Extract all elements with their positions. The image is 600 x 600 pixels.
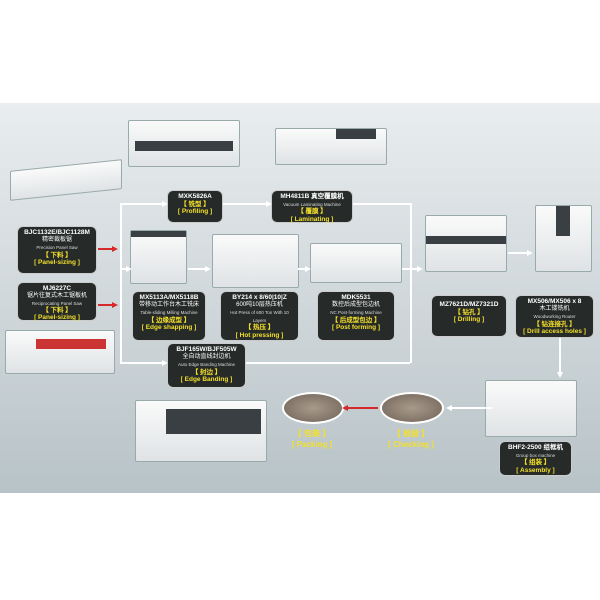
label-hot-pressing: BY214 x 8/60|10|Z 600吨10层热压机 Hot Press o… bbox=[221, 292, 298, 340]
flow-line bbox=[298, 268, 306, 270]
step: [ Assembly ] bbox=[516, 466, 555, 474]
step: [ Edge shapping ] bbox=[141, 324, 197, 331]
flow-line bbox=[222, 203, 266, 205]
cn-name: 木工镂铣机 bbox=[539, 305, 570, 312]
flow-line bbox=[452, 407, 492, 409]
flow-line bbox=[402, 268, 418, 270]
flow-line bbox=[120, 203, 164, 205]
label-drill-access-holes: MX506/MX506 x 8 木工镂铣机 Woodworking Router… bbox=[516, 296, 593, 337]
packing-photo bbox=[282, 392, 344, 424]
step: [ Drill access holes ] bbox=[523, 328, 586, 335]
model: BHF2-2500 组框机 bbox=[508, 444, 563, 451]
step: [ Post forming ] bbox=[331, 324, 381, 331]
step: [ Profiling ] bbox=[177, 208, 213, 215]
milling-machine-image bbox=[130, 230, 187, 284]
router-image bbox=[535, 205, 592, 272]
step-cn: 【 热压 】 bbox=[244, 324, 275, 331]
step: [ Panel-sizing ] bbox=[34, 259, 80, 266]
en-name: Reciprocating Panel Saw bbox=[31, 301, 83, 306]
step-cn: 【 封边 】 bbox=[191, 368, 222, 376]
cn-name: 600吨10层热压机 bbox=[236, 301, 283, 308]
checking-photo bbox=[380, 392, 444, 424]
label-edge-banding: BJF165W/BJF505W 全自动直线封边机 Auto Edge Bandi… bbox=[168, 344, 245, 387]
step-cn: 【 钻孔 】 bbox=[454, 308, 484, 316]
flow-line bbox=[245, 362, 410, 364]
drilling-machine-image bbox=[425, 215, 507, 272]
packing-label: 【 包装 】 [ Packing ] bbox=[282, 428, 342, 450]
model: MDK5531 bbox=[341, 294, 371, 301]
step-cn: 【 组装 】 bbox=[520, 459, 551, 466]
step-cn: 【 下料 】 bbox=[42, 306, 72, 314]
step-cn: 【 覆膜 】 bbox=[297, 208, 327, 215]
step-cn: 【 下料 】 bbox=[42, 251, 72, 259]
step: [ Drilling ] bbox=[453, 316, 485, 323]
red-arrow bbox=[98, 304, 112, 306]
model: MX5113A/MX5118B bbox=[139, 294, 199, 301]
en-name: Table-sliding Milling Machine bbox=[140, 310, 198, 315]
edge-banding-image bbox=[135, 400, 267, 462]
model: MX506/MX506 x 8 bbox=[527, 298, 582, 305]
step: [ Panel-sizing ] bbox=[34, 313, 80, 321]
model: MXK5826A bbox=[178, 193, 212, 200]
flow-line bbox=[559, 337, 561, 373]
step: [ Hot pressing ] bbox=[235, 331, 284, 339]
flow-line bbox=[120, 203, 122, 363]
checking-en: [ Checking ] bbox=[388, 440, 434, 449]
en-name: Woodworking Router bbox=[533, 314, 576, 319]
en-name: Vacuum Laminating Machine bbox=[283, 201, 341, 207]
checking-cn: 【 检验 】 bbox=[392, 429, 430, 438]
label-drilling: MZ7621D/MZ7321D 【 钻孔 】 [ Drilling ] bbox=[432, 296, 506, 336]
step: [ Edge Banding ] bbox=[180, 376, 233, 383]
hot-press-image bbox=[212, 234, 299, 288]
packing-en: [ Packing ] bbox=[291, 440, 333, 449]
label-precision-panel-saw: BJC1132E/BJC1128M 精密裁板锯 Precision Panel … bbox=[18, 227, 96, 273]
cn-name: 精密裁板锯 bbox=[41, 236, 72, 243]
step-cn: 【 钻连接孔 】 bbox=[533, 320, 576, 328]
model: BJC1132E/BJC1128M bbox=[24, 229, 90, 236]
checking-label: 【 检验 】 [ Checking ] bbox=[380, 428, 442, 450]
laminating-machine-image bbox=[275, 128, 387, 165]
flow-line bbox=[352, 203, 410, 205]
en-name: Group box machine bbox=[515, 452, 556, 458]
en-name: NC Post-forming Machine bbox=[330, 310, 382, 315]
label-reciprocating-panel-saw: MJ6227C 锯片往复式木工锯板机 Reciprocating Panel S… bbox=[18, 283, 96, 321]
cnc-router-image bbox=[128, 120, 240, 167]
label-assembly: BHF2-2500 组框机 Group box machine 【 组装 】 [… bbox=[500, 442, 571, 475]
group-box-machine-image bbox=[485, 380, 577, 437]
cn-name: 带移动工作台木工铣床 bbox=[138, 301, 199, 308]
cn-name: 全自动直线封边机 bbox=[182, 353, 231, 360]
step: [ Laminating ] bbox=[290, 215, 334, 223]
step-cn: 【 边缘成型 】 bbox=[147, 316, 191, 324]
en-name: Hot Press of 600 Ton With 10 Layers bbox=[230, 310, 289, 323]
red-arrow bbox=[98, 248, 112, 250]
label-edge-shapping: MX5113A/MX5118B 带移动工作台木工铣床 Table-sliding… bbox=[133, 292, 205, 340]
label-laminating: MH4811B 真空覆膜机 Vacuum Laminating Machine … bbox=[272, 191, 352, 223]
flow-line bbox=[120, 362, 164, 364]
model: MZ7621D/MZ7321D bbox=[439, 301, 499, 308]
post-forming-image bbox=[310, 243, 402, 283]
cn-name: 数控后成型包边机 bbox=[331, 301, 380, 308]
model: MH4811B 真空覆膜机 bbox=[280, 193, 344, 200]
cn-name: 锯片往复式木工锯板机 bbox=[26, 292, 87, 299]
reciprocating-saw-image bbox=[5, 330, 115, 374]
label-post-forming: MDK5531 数控后成型包边机 NC Post-forming Machine… bbox=[318, 292, 394, 340]
model: BJF165W/BJF505W bbox=[176, 346, 237, 353]
flow-line bbox=[410, 203, 412, 363]
flow-line bbox=[188, 268, 206, 270]
model: BY214 x 8/60|10|Z bbox=[232, 294, 287, 301]
red-arrow bbox=[348, 407, 378, 409]
model: MJ6227C bbox=[42, 285, 72, 292]
step-cn: 【 后成型包边 】 bbox=[331, 316, 381, 324]
en-name: Precision Panel Saw bbox=[36, 245, 78, 250]
flow-line bbox=[508, 252, 528, 254]
label-profiling: MXK5826A 【 铣型 】 [ Profiling ] bbox=[168, 191, 222, 222]
packing-cn: 【 包装 】 bbox=[293, 429, 331, 438]
en-name: Auto Edge Banding Machine bbox=[177, 362, 236, 367]
flow-line bbox=[120, 268, 128, 270]
step-cn: 【 铣型 】 bbox=[180, 200, 210, 208]
